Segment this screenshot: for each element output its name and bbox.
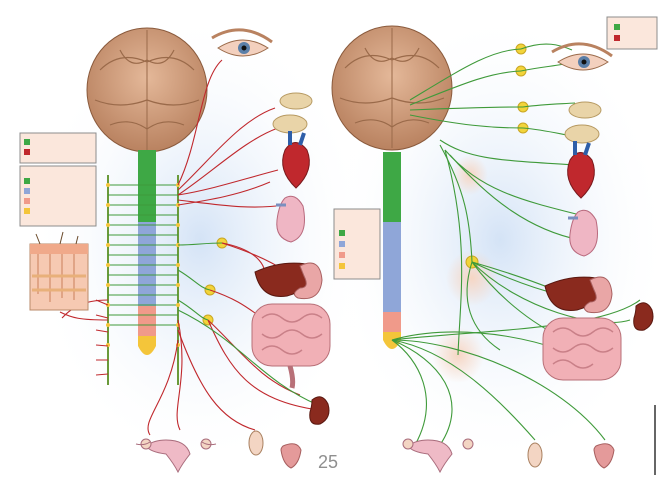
brain-icon bbox=[332, 26, 452, 150]
legend-swatch-lumbar bbox=[339, 252, 345, 258]
legend-swatch-sacral bbox=[339, 263, 345, 269]
bladder-icon bbox=[281, 444, 301, 468]
halo-1 bbox=[452, 155, 488, 195]
legend-swatch-lumbar bbox=[24, 198, 30, 204]
legend-swatch-cervical bbox=[339, 230, 345, 236]
legend-swatch-red bbox=[24, 149, 30, 155]
legend-swatch-thoracic bbox=[339, 241, 345, 247]
page-number: 25 bbox=[318, 452, 338, 473]
legend-swatch-green bbox=[24, 139, 30, 145]
lumbar-segment bbox=[138, 306, 156, 336]
skin-icon bbox=[30, 232, 88, 310]
legend-swatch-red bbox=[614, 35, 620, 41]
fiber-type-legend-right bbox=[607, 17, 657, 49]
legend-swatch-green bbox=[614, 24, 620, 30]
bladder-icon bbox=[594, 444, 614, 468]
cervical-segment bbox=[138, 150, 156, 222]
thoracic-segment bbox=[383, 222, 401, 312]
cervical-segment bbox=[383, 152, 401, 222]
testis-icon bbox=[249, 431, 263, 455]
kidney-icon bbox=[310, 397, 329, 424]
legend-swatch-sacral bbox=[24, 208, 30, 214]
intestine-icon bbox=[543, 318, 621, 380]
fiber-type-legend bbox=[20, 133, 96, 163]
brain-icon bbox=[87, 28, 207, 152]
lumbar-segment bbox=[383, 312, 401, 332]
testis-icon bbox=[528, 443, 542, 467]
spinal-region-legend bbox=[20, 166, 96, 226]
lung-icon bbox=[568, 210, 598, 256]
legend-swatch-cervical bbox=[24, 178, 30, 184]
legend-swatch-thoracic bbox=[24, 188, 30, 194]
